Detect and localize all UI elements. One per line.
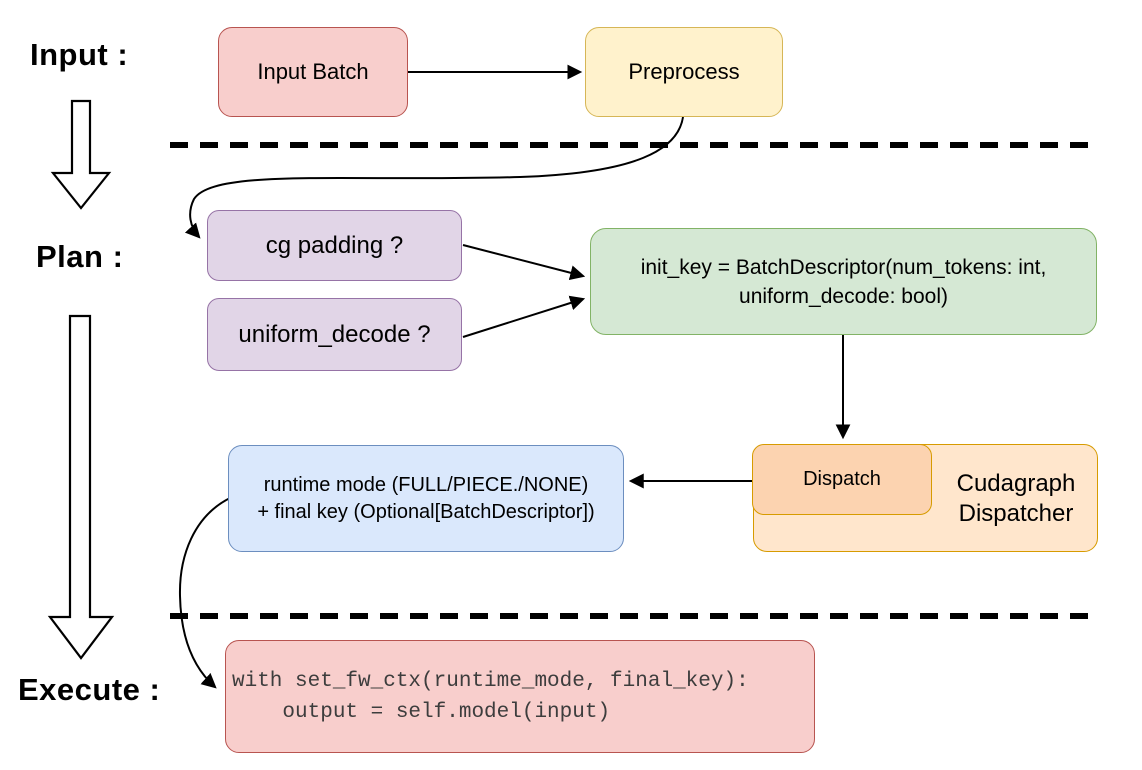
arrow-cgpadding-to-initkey [462,244,586,281]
node-init-key-line2: uniform_decode: bool) [739,284,948,308]
stage-label-input: Input : [30,37,129,72]
stage-label-plan: Plan : [36,239,124,274]
node-runtime-line1: runtime mode (FULL/PIECE./NONE) [263,473,589,496]
node-dispatch-label: Dispatch [803,468,881,490]
node-execute-code: with set_fw_ctx(runtime_mode, final_key)… [225,640,815,753]
node-dispatch: Dispatch [752,444,932,515]
node-runtime-mode-result: runtime mode (FULL/PIECE./NONE) + final … [228,445,624,552]
node-input-batch-label: Input Batch [257,59,369,84]
node-preprocess-label: Preprocess [628,59,740,84]
arrow-uniformdecode-to-initkey [462,295,586,338]
stage-label-execute: Execute : [18,672,161,707]
arrow-preprocess-to-cgpadding [184,116,684,239]
node-preprocess: Preprocess [585,27,783,117]
node-runtime-line2: + final key (Optional[BatchDescriptor]) [257,500,595,523]
node-execute-code-line2: output = self.model(input) [232,700,611,724]
node-input-batch: Input Batch [218,27,408,117]
node-uniform-decode: uniform_decode ? [207,298,462,371]
node-uniform-decode-label: uniform_decode ? [238,320,431,348]
arrow-runtime-to-execute-code [178,497,231,689]
node-cg-padding: cg padding ? [207,210,462,281]
stage-arrow-input-to-plan [50,99,112,210]
stage-arrow-plan-to-execute [47,314,115,660]
node-cg-padding-label: cg padding ? [265,231,404,259]
node-init-key: init_key = BatchDescriptor(num_tokens: i… [590,228,1097,335]
node-cudagraph-dispatcher-label: Cudagraph Dispatcher [956,470,1076,527]
node-init-key-line1: init_key = BatchDescriptor(num_tokens: i… [640,255,1047,279]
node-execute-code-line1: with set_fw_ctx(runtime_mode, final_key)… [232,669,749,693]
